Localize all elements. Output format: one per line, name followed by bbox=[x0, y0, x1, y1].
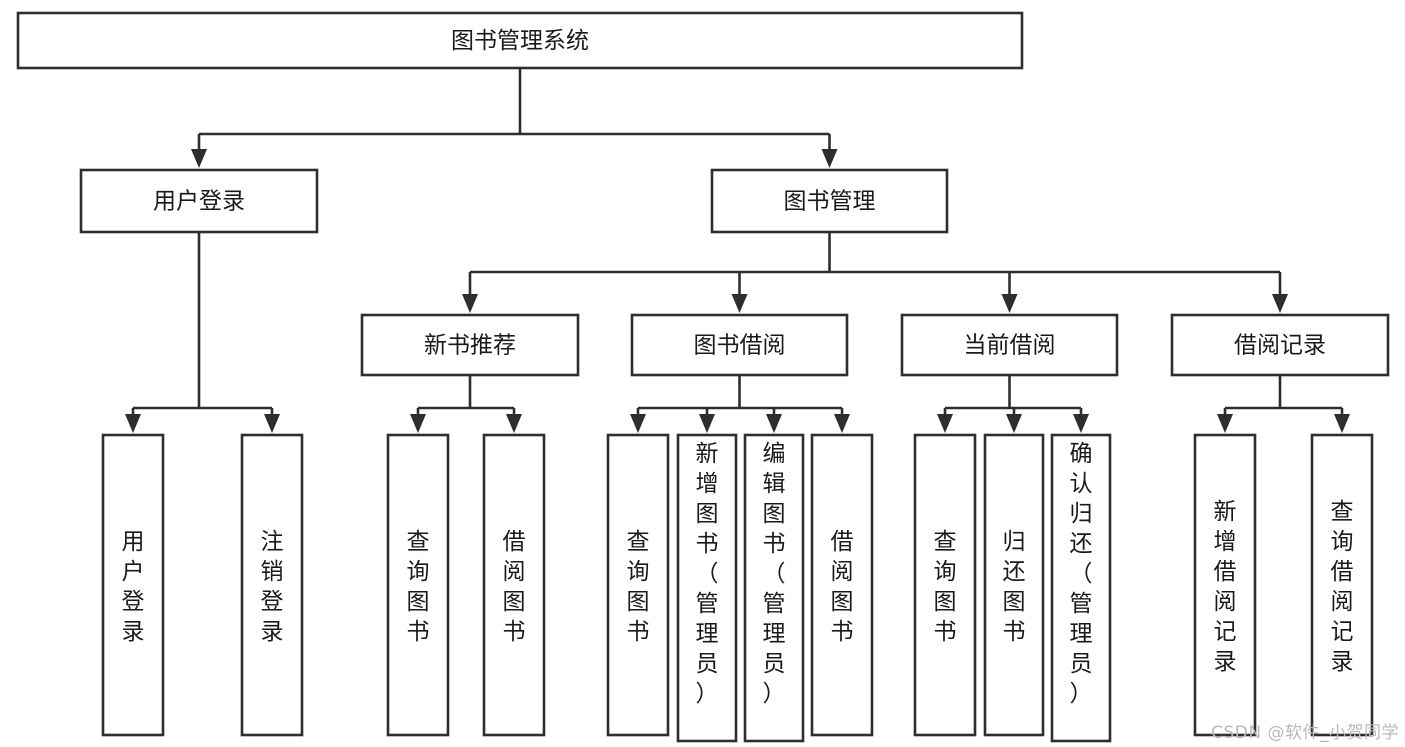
node-leaf-confirm-return[interactable]: 确认归还（管理员） bbox=[1050, 433, 1112, 743]
node-label-user-login: 用户登录 bbox=[153, 189, 245, 215]
arrow-head-icon bbox=[1217, 414, 1233, 433]
arrow-head-icon bbox=[821, 149, 838, 168]
node-label-leaf-add-book: 新增图书（管理员） bbox=[696, 441, 719, 707]
node-box-root bbox=[16, 11, 1024, 70]
node-label-leaf-query-book-1: 查询图书 bbox=[407, 529, 430, 645]
node-box-leaf-confirm-return bbox=[1050, 433, 1112, 743]
node-box-leaf-query-book-3 bbox=[913, 433, 977, 737]
node-box-new-book-rec bbox=[360, 313, 580, 377]
node-box-current-borrow bbox=[900, 313, 1119, 377]
node-label-root: 图书管理系统 bbox=[451, 28, 589, 54]
node-label-leaf-user-login: 用户登录 bbox=[122, 529, 145, 645]
node-box-leaf-add-book bbox=[676, 433, 738, 743]
node-leaf-borrow-book-1[interactable]: 借阅图书 bbox=[482, 433, 546, 737]
node-label-leaf-add-record: 新增借阅记录 bbox=[1214, 499, 1237, 675]
node-current-borrow[interactable]: 当前借阅 bbox=[900, 313, 1119, 377]
node-box-leaf-edit-book bbox=[743, 433, 805, 743]
node-box-leaf-borrow-book-2 bbox=[810, 433, 874, 737]
node-new-book-rec[interactable]: 新书推荐 bbox=[360, 313, 580, 377]
node-label-leaf-confirm-return: 确认归还（管理员） bbox=[1070, 441, 1093, 707]
node-box-leaf-add-record bbox=[1193, 433, 1257, 737]
node-box-book-borrow bbox=[630, 313, 849, 377]
connector-layer bbox=[125, 68, 1350, 433]
node-label-book-manage: 图书管理 bbox=[784, 189, 876, 215]
node-box-leaf-user-login bbox=[101, 433, 165, 737]
node-box-book-manage bbox=[710, 168, 949, 234]
node-label-borrow-record: 借阅记录 bbox=[1234, 333, 1326, 359]
node-leaf-edit-book[interactable]: 编辑图书（管理员） bbox=[743, 433, 805, 743]
node-box-borrow-record bbox=[1170, 313, 1390, 377]
arrow-head-icon bbox=[731, 294, 748, 313]
node-box-leaf-query-book-1 bbox=[386, 433, 450, 737]
node-leaf-user-login[interactable]: 用户登录 bbox=[101, 433, 165, 737]
node-box-user-login bbox=[79, 168, 319, 234]
arrow-head-icon bbox=[834, 414, 850, 433]
node-label-current-borrow: 当前借阅 bbox=[964, 333, 1056, 359]
node-leaf-query-book-1[interactable]: 查询图书 bbox=[386, 433, 450, 737]
node-box-leaf-query-book-2 bbox=[606, 433, 670, 737]
arrow-head-icon bbox=[766, 414, 782, 433]
arrow-head-icon bbox=[191, 149, 207, 168]
node-box-leaf-return-book bbox=[983, 433, 1045, 737]
node-label-leaf-query-record: 查询借阅记录 bbox=[1331, 499, 1354, 675]
node-layer: 图书管理系统用户登录图书管理新书推荐图书借阅当前借阅借阅记录用户登录注销登录查询… bbox=[16, 11, 1390, 743]
node-borrow-record[interactable]: 借阅记录 bbox=[1170, 313, 1390, 377]
arrow-head-icon bbox=[1001, 294, 1018, 313]
node-box-leaf-logout bbox=[240, 433, 304, 737]
node-leaf-borrow-book-2[interactable]: 借阅图书 bbox=[810, 433, 874, 737]
node-label-leaf-query-book-2: 查询图书 bbox=[627, 529, 650, 645]
arrow-head-icon bbox=[264, 414, 280, 433]
node-user-login[interactable]: 用户登录 bbox=[79, 168, 319, 234]
arrow-head-icon bbox=[462, 294, 478, 313]
arrow-head-icon bbox=[506, 414, 522, 433]
node-leaf-add-record[interactable]: 新增借阅记录 bbox=[1193, 433, 1257, 737]
arrow-head-icon bbox=[1272, 294, 1288, 313]
node-leaf-query-record[interactable]: 查询借阅记录 bbox=[1310, 433, 1374, 737]
node-label-leaf-borrow-book-2: 借阅图书 bbox=[831, 529, 854, 645]
node-box-leaf-borrow-book-1 bbox=[482, 433, 546, 737]
arrow-head-icon bbox=[937, 414, 953, 433]
node-root[interactable]: 图书管理系统 bbox=[16, 11, 1024, 70]
arrow-head-icon bbox=[1334, 414, 1350, 433]
node-label-new-book-rec: 新书推荐 bbox=[424, 333, 516, 359]
node-label-leaf-borrow-book-1: 借阅图书 bbox=[503, 529, 526, 645]
node-leaf-add-book[interactable]: 新增图书（管理员） bbox=[676, 433, 738, 743]
arrow-head-icon bbox=[630, 414, 646, 433]
node-label-leaf-logout: 注销登录 bbox=[261, 529, 284, 645]
arrow-head-icon bbox=[1073, 414, 1089, 433]
node-book-manage[interactable]: 图书管理 bbox=[710, 168, 949, 234]
arrow-head-icon bbox=[410, 414, 426, 433]
node-label-book-borrow: 图书借阅 bbox=[694, 333, 786, 359]
node-box-leaf-query-record bbox=[1310, 433, 1374, 737]
node-book-borrow[interactable]: 图书借阅 bbox=[630, 313, 849, 377]
node-label-leaf-return-book: 归还图书 bbox=[1003, 529, 1026, 645]
node-leaf-query-book-3[interactable]: 查询图书 bbox=[913, 433, 977, 737]
node-leaf-query-book-2[interactable]: 查询图书 bbox=[606, 433, 670, 737]
node-label-leaf-edit-book: 编辑图书（管理员） bbox=[763, 441, 786, 707]
node-leaf-return-book[interactable]: 归还图书 bbox=[983, 433, 1045, 737]
node-leaf-logout[interactable]: 注销登录 bbox=[240, 433, 304, 737]
arrow-head-icon bbox=[699, 414, 715, 433]
arrow-head-icon bbox=[125, 414, 141, 433]
node-label-leaf-query-book-3: 查询图书 bbox=[934, 529, 957, 645]
arrow-head-icon bbox=[1006, 414, 1022, 433]
